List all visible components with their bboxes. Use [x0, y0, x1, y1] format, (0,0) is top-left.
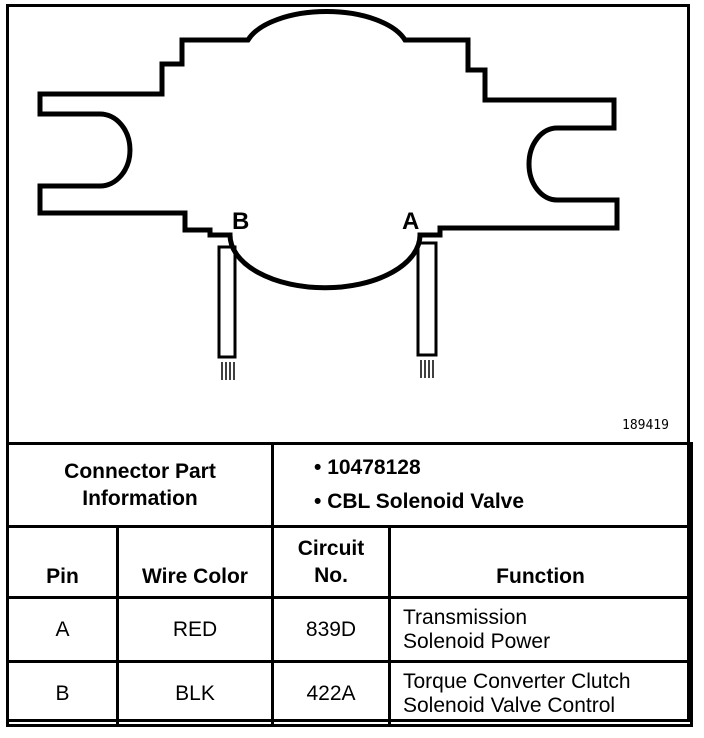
label-line1: Connector Part [64, 460, 216, 483]
header-pin: Pin [6, 525, 119, 599]
pin-b-terminal [217, 245, 237, 380]
function-cell: Transmission Solenoid Power [388, 596, 693, 663]
connector-part-info: 10478128 CBL Solenoid Valve [271, 442, 693, 528]
circuit-cell: 422A [271, 660, 391, 727]
function-line1: Transmission [403, 605, 528, 629]
connector-outline [37, 9, 620, 291]
table-row: A RED 839D Transmission Solenoid Power [6, 596, 693, 663]
header-row: Pin Wire Color Circuit No. Function [6, 525, 693, 599]
header-circuit: Circuit No. [271, 525, 391, 599]
function-line1: Torque Converter Clutch [403, 669, 631, 693]
pin-a-terminal [416, 241, 438, 378]
header-function: Function [388, 525, 693, 599]
connector-part-label: Connector Part Information [6, 442, 274, 528]
function-line2: Solenoid Valve Control [403, 693, 616, 717]
pin-a-label: A [402, 208, 419, 235]
connector-info-row: Connector Part Information 10478128 CBL … [6, 442, 693, 528]
pin-b-label: B [232, 208, 249, 235]
connector-diagram: B A [37, 9, 620, 380]
header-circuit-line1: Circuit [297, 537, 365, 560]
header-wire-color: Wire Color [116, 525, 274, 599]
pin-cell: B [6, 660, 119, 727]
wire-color-cell: BLK [116, 660, 274, 727]
circuit-cell: 839D [271, 596, 391, 663]
part-number: 10478128 [314, 451, 690, 485]
table-row: B BLK 422A Torque Converter Clutch Solen… [6, 660, 693, 727]
connector-table: Connector Part Information 10478128 CBL … [6, 442, 693, 727]
pin-cell: A [6, 596, 119, 663]
function-cell: Torque Converter Clutch Solenoid Valve C… [388, 660, 693, 727]
function-line2: Solenoid Power [403, 629, 551, 653]
wire-color-cell: RED [116, 596, 274, 663]
figure-number: 189419 [622, 418, 669, 433]
header-circuit-line2: No. [314, 564, 348, 587]
label-line2: Information [82, 487, 198, 510]
part-description: CBL Solenoid Valve [314, 485, 690, 519]
